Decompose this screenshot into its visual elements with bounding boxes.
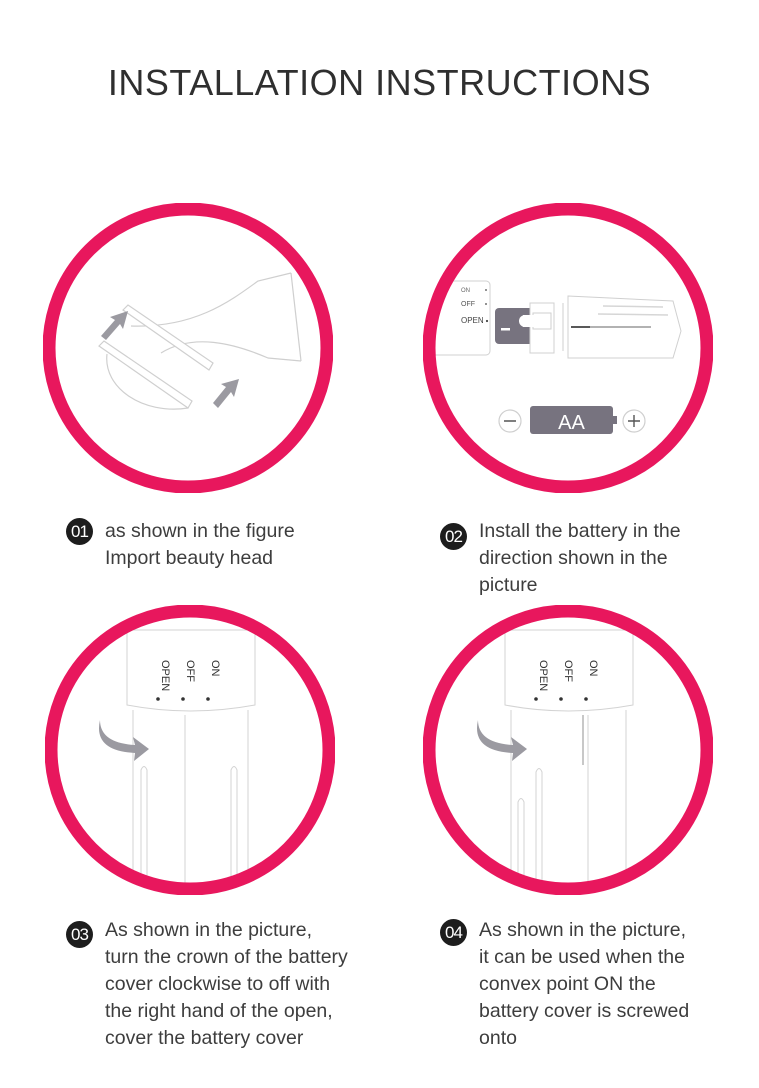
figure-step-2: ON OFF OPEN AA xyxy=(423,203,713,493)
open-label: OPEN xyxy=(537,660,549,691)
cover-turn-on-illustration: OPEN OFF ON xyxy=(423,605,713,895)
off-label: OFF xyxy=(184,660,196,682)
pink-ring xyxy=(423,203,713,493)
on-label: ON xyxy=(587,660,599,677)
aa-battery-icon xyxy=(530,406,613,434)
pink-ring xyxy=(45,605,335,895)
battery-insert-illustration: ON OFF OPEN AA xyxy=(423,203,713,493)
pink-ring xyxy=(43,203,333,493)
cover-turn-off-illustration: OPEN OFF ON xyxy=(45,605,335,895)
figure-step-4: OPEN OFF ON xyxy=(423,605,713,895)
open-label: OPEN xyxy=(159,660,171,691)
step-description: as shown in the figure Import beauty hea… xyxy=(105,520,295,569)
figure-step-3: OPEN OFF ON xyxy=(45,605,335,895)
clockwise-arrow-icon xyxy=(99,720,149,761)
figure-step-1 xyxy=(43,203,333,493)
step-description: Install the battery in the direction sho… xyxy=(479,520,681,596)
step-description: As shown in the picture, it can be used … xyxy=(479,919,690,1049)
beauty-head-attach-illustration xyxy=(43,203,333,493)
step-4: 04 As shown in the picture, it can be us… xyxy=(440,917,689,1052)
step-number-badge: 01 xyxy=(66,518,93,545)
off-label: OFF xyxy=(562,660,574,682)
pink-ring xyxy=(423,605,713,895)
step-3: 03 As shown in the picture, turn the cro… xyxy=(66,917,348,1052)
page-title: INSTALLATION INSTRUCTIONS xyxy=(107,62,652,103)
step-1: 01 as shown in the figure Import beauty … xyxy=(66,518,295,572)
step-number-badge: 03 xyxy=(66,921,93,948)
on-label: ON xyxy=(461,288,470,294)
clockwise-arrow-icon xyxy=(477,720,527,761)
open-label: OPEN xyxy=(461,316,484,325)
step-description: As shown in the picture, turn the crown … xyxy=(105,919,348,1049)
step-number-badge: 02 xyxy=(440,523,467,550)
svg-text:AA: AA xyxy=(558,412,585,434)
off-label: OFF xyxy=(461,301,475,308)
on-label: ON xyxy=(209,660,221,677)
step-number-badge: 04 xyxy=(440,919,467,946)
step-2: 02 Install the battery in the direction … xyxy=(440,518,681,599)
arrow-icon xyxy=(101,311,239,408)
